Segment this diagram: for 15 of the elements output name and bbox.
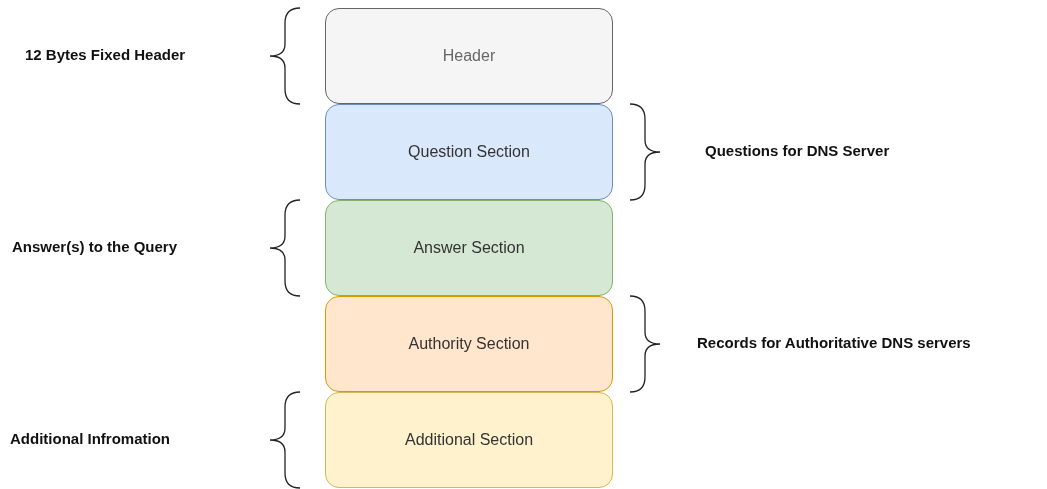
- section-box: [325, 392, 613, 488]
- section-description: 12 Bytes Fixed Header: [25, 46, 186, 63]
- section-label: Authority Section: [408, 335, 530, 353]
- section-label: Question Section: [408, 143, 530, 161]
- section-description: Questions for DNS Server: [705, 142, 890, 159]
- section-label: Answer Section: [413, 239, 525, 257]
- section-description: Additional Infromation: [10, 430, 170, 447]
- section-label: Additional Section: [404, 431, 534, 449]
- section-description: Answer(s) to the Query: [12, 238, 178, 255]
- section-box: [325, 296, 613, 392]
- section-box: [325, 8, 613, 104]
- section-label: Header: [442, 47, 496, 65]
- section-box: [325, 104, 613, 200]
- section-box: [325, 200, 613, 296]
- section-description: Records for Authoritative DNS servers: [697, 334, 971, 351]
